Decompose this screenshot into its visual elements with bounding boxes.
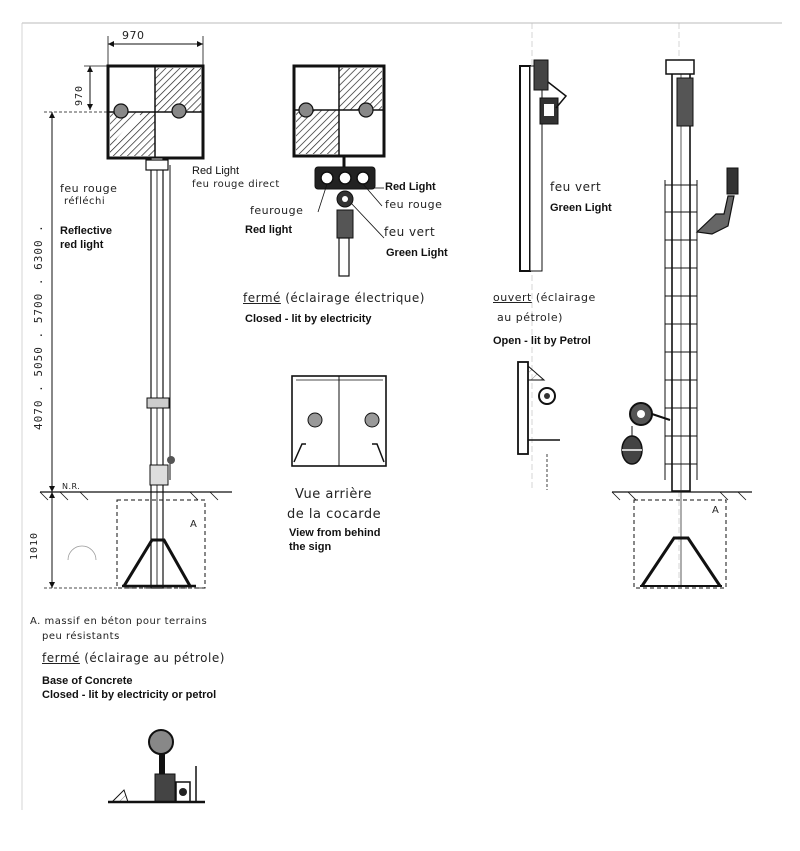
reflective-fr-2: réfléchi [64, 196, 106, 207]
left-caption-en-1: Base of Concrete [42, 675, 133, 687]
mast-heights-dimension-label: 4070 . 5050 . 5700 . 6300 . [32, 224, 45, 430]
rear-view-drawing [291, 375, 387, 467]
center-electric-view [292, 64, 386, 277]
right-elevation-view [611, 23, 752, 590]
center-caption-fr-rest: (éclairage électrique) [285, 291, 425, 305]
rear-caption-en-2: the sign [289, 541, 332, 553]
side-caption-en: Open - lit by Petrol [493, 335, 591, 347]
center-caption-en: Closed - lit by electricity [245, 313, 372, 325]
left-caption-fr-underlined: fermé [42, 651, 80, 665]
marker-a-right: A [712, 505, 720, 516]
rear-caption-fr-1: Vue arrière [295, 487, 372, 502]
center-caption-fr-underlined: fermé [243, 291, 281, 305]
base-depth-dimension-label: 1010 [29, 531, 40, 560]
marker-a-left: A [190, 519, 198, 530]
center-red-light-right-en: Red Light [385, 181, 436, 193]
sign-height-dimension-label: 970 [74, 84, 85, 106]
base-note-fr-1: A. massif en béton pour terrains [30, 616, 208, 627]
left-caption-fr-rest: (éclairage au pétrole) [84, 651, 225, 665]
side-petrol-view [517, 23, 568, 490]
center-red-light-left-en: Red light [245, 224, 293, 236]
rear-caption-fr-2: de la cocarde [287, 507, 382, 522]
side-caption-fr: ouvert (éclairage [493, 292, 596, 303]
red-light-direct-fr: feu rouge direct [192, 179, 280, 190]
center-green-light-en: Green Light [386, 247, 448, 259]
nr-label: N.R. [62, 482, 81, 491]
bottom-fragment-view [108, 729, 205, 804]
center-caption-fr: fermé (éclairage électrique) [243, 292, 425, 304]
side-caption-fr-underlined: ouvert [493, 291, 532, 304]
left-elevation-view [39, 36, 232, 589]
rear-caption-en-1: View from behind [289, 527, 381, 539]
center-feurouge-right-fr: feu rouge [385, 198, 443, 211]
side-feu-vert-fr: feu vert [550, 180, 602, 194]
center-feu-vert-fr: feu vert [384, 225, 436, 239]
width-dimension-label: 970 [122, 29, 145, 42]
base-note-fr-2: peu résistants [42, 631, 120, 642]
red-light-direct-en: Red Light [192, 165, 240, 177]
reflective-fr-1: feu rouge [60, 182, 118, 195]
side-green-light-en: Green Light [550, 202, 612, 214]
reflective-en-2: red light [60, 239, 104, 251]
left-caption-fr: fermé (éclairage au pétrole) [42, 652, 225, 664]
reflective-en-1: Reflective [60, 225, 112, 237]
center-feurouge-left-fr: feurouge [250, 204, 304, 217]
left-caption-en-2: Closed - lit by electricity or petrol [42, 689, 217, 701]
side-caption-fr-2: au pétrole) [497, 311, 563, 324]
side-caption-fr-rest: (éclairage [535, 291, 596, 304]
